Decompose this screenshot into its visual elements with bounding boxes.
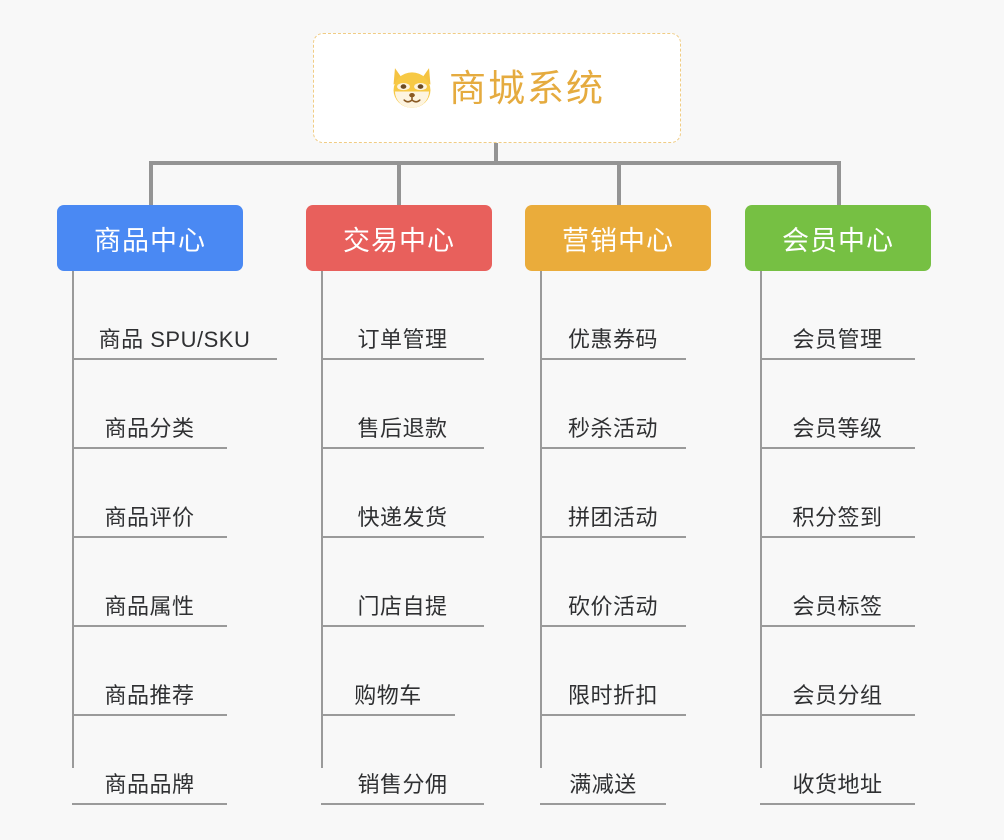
leaf-label: 商品分类 [104,416,195,441]
category-box-member[interactable]: 会员中心 [745,205,931,271]
leaf-item[interactable]: 商品推荐 [72,670,227,716]
leaf-label: 快递发货 [357,505,448,530]
leaf-item[interactable]: 会员标签 [760,581,915,627]
category-box-marketing[interactable]: 营销中心 [525,205,711,271]
category-label: 会员中心 [782,225,894,256]
leaf-item[interactable]: 销售分佣 [321,759,484,805]
leaf-item[interactable]: 订单管理 [321,314,484,360]
leaf-label: 商品推荐 [104,683,195,708]
leaf-item[interactable]: 会员分组 [760,670,915,716]
leaf-item[interactable]: 会员等级 [760,403,915,449]
leaf-label: 满减送 [569,772,637,797]
leaf-item[interactable]: 商品 SPU/SKU [72,314,277,360]
column-spine-product [72,271,74,768]
leaf-item[interactable]: 门店自提 [321,581,484,627]
category-label: 交易中心 [343,225,455,256]
leaf-label: 砍价活动 [567,594,658,619]
leaf-item[interactable]: 购物车 [321,670,455,716]
column-spine-member [760,271,762,768]
category-box-product[interactable]: 商品中心 [57,205,243,271]
leaf-label: 拼团活动 [567,505,658,530]
root-node[interactable]: 商城系统 [313,33,681,143]
leaf-label: 积分签到 [792,505,883,530]
leaf-label: 商品属性 [104,594,195,619]
leaf-item[interactable]: 收货地址 [760,759,915,805]
column-spine-marketing [540,271,542,768]
connector-drop-1 [149,161,153,205]
category-label: 商品中心 [94,225,206,256]
leaf-label: 门店自提 [357,594,448,619]
leaf-item[interactable]: 商品属性 [72,581,227,627]
leaf-label: 会员管理 [792,327,883,352]
leaf-label: 限时折扣 [567,683,658,708]
connector-drop-2 [397,161,401,205]
root-title: 商城系统 [449,67,605,109]
leaf-item[interactable]: 商品品牌 [72,759,227,805]
leaf-label: 会员等级 [792,416,883,441]
leaf-item[interactable]: 优惠券码 [540,314,686,360]
leaf-item[interactable]: 限时折扣 [540,670,686,716]
category-box-trade[interactable]: 交易中心 [306,205,492,271]
leaf-item[interactable]: 积分签到 [760,492,915,538]
leaf-label: 商品 SPU/SKU [98,327,251,352]
leaf-item[interactable]: 会员管理 [760,314,915,360]
connector-root-stem [494,143,498,165]
leaf-item[interactable]: 商品评价 [72,492,227,538]
leaf-label: 秒杀活动 [567,416,658,441]
leaf-item[interactable]: 售后退款 [321,403,484,449]
leaf-label: 售后退款 [357,416,448,441]
leaf-label: 购物车 [354,683,422,708]
leaf-item[interactable]: 满减送 [540,759,666,805]
leaf-item[interactable]: 商品分类 [72,403,227,449]
leaf-label: 商品评价 [104,505,195,530]
column-spine-trade [321,271,323,768]
leaf-label: 收货地址 [792,772,883,797]
leaf-label: 销售分佣 [357,772,448,797]
connector-drop-3 [617,161,621,205]
leaf-label: 优惠券码 [567,327,658,352]
leaf-item[interactable]: 快递发货 [321,492,484,538]
leaf-label: 会员分组 [792,683,883,708]
leaf-label: 订单管理 [357,327,448,352]
category-label: 营销中心 [562,225,674,256]
leaf-item[interactable]: 砍价活动 [540,581,686,627]
leaf-item[interactable]: 秒杀活动 [540,403,686,449]
leaf-item[interactable]: 拼团活动 [540,492,686,538]
leaf-label: 会员标签 [792,594,883,619]
connector-drop-4 [837,161,841,205]
leaf-label: 商品品牌 [104,772,195,797]
shiba-dog-icon [393,68,431,108]
connector-horizontal-bus [149,161,841,165]
